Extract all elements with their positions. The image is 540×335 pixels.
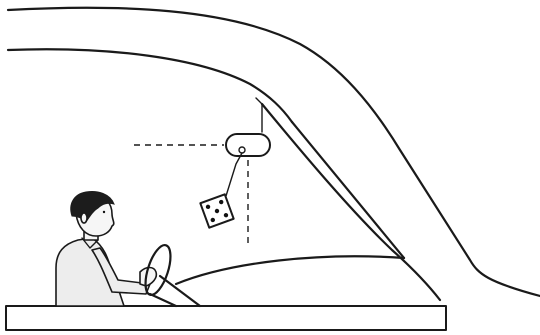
die-string [226, 153, 242, 196]
hanging-die [200, 153, 242, 228]
windshield-line [292, 122, 404, 258]
driver [56, 192, 156, 307]
mirror-stem [256, 98, 262, 132]
roof-inner-line [8, 49, 292, 122]
mirror-glass [226, 134, 270, 156]
dashboard [176, 256, 404, 284]
door-panel [6, 306, 446, 330]
steering-column-cover [150, 294, 176, 306]
a-pillar [262, 104, 440, 300]
driver-ear [81, 213, 87, 223]
driver-eye [103, 211, 105, 213]
